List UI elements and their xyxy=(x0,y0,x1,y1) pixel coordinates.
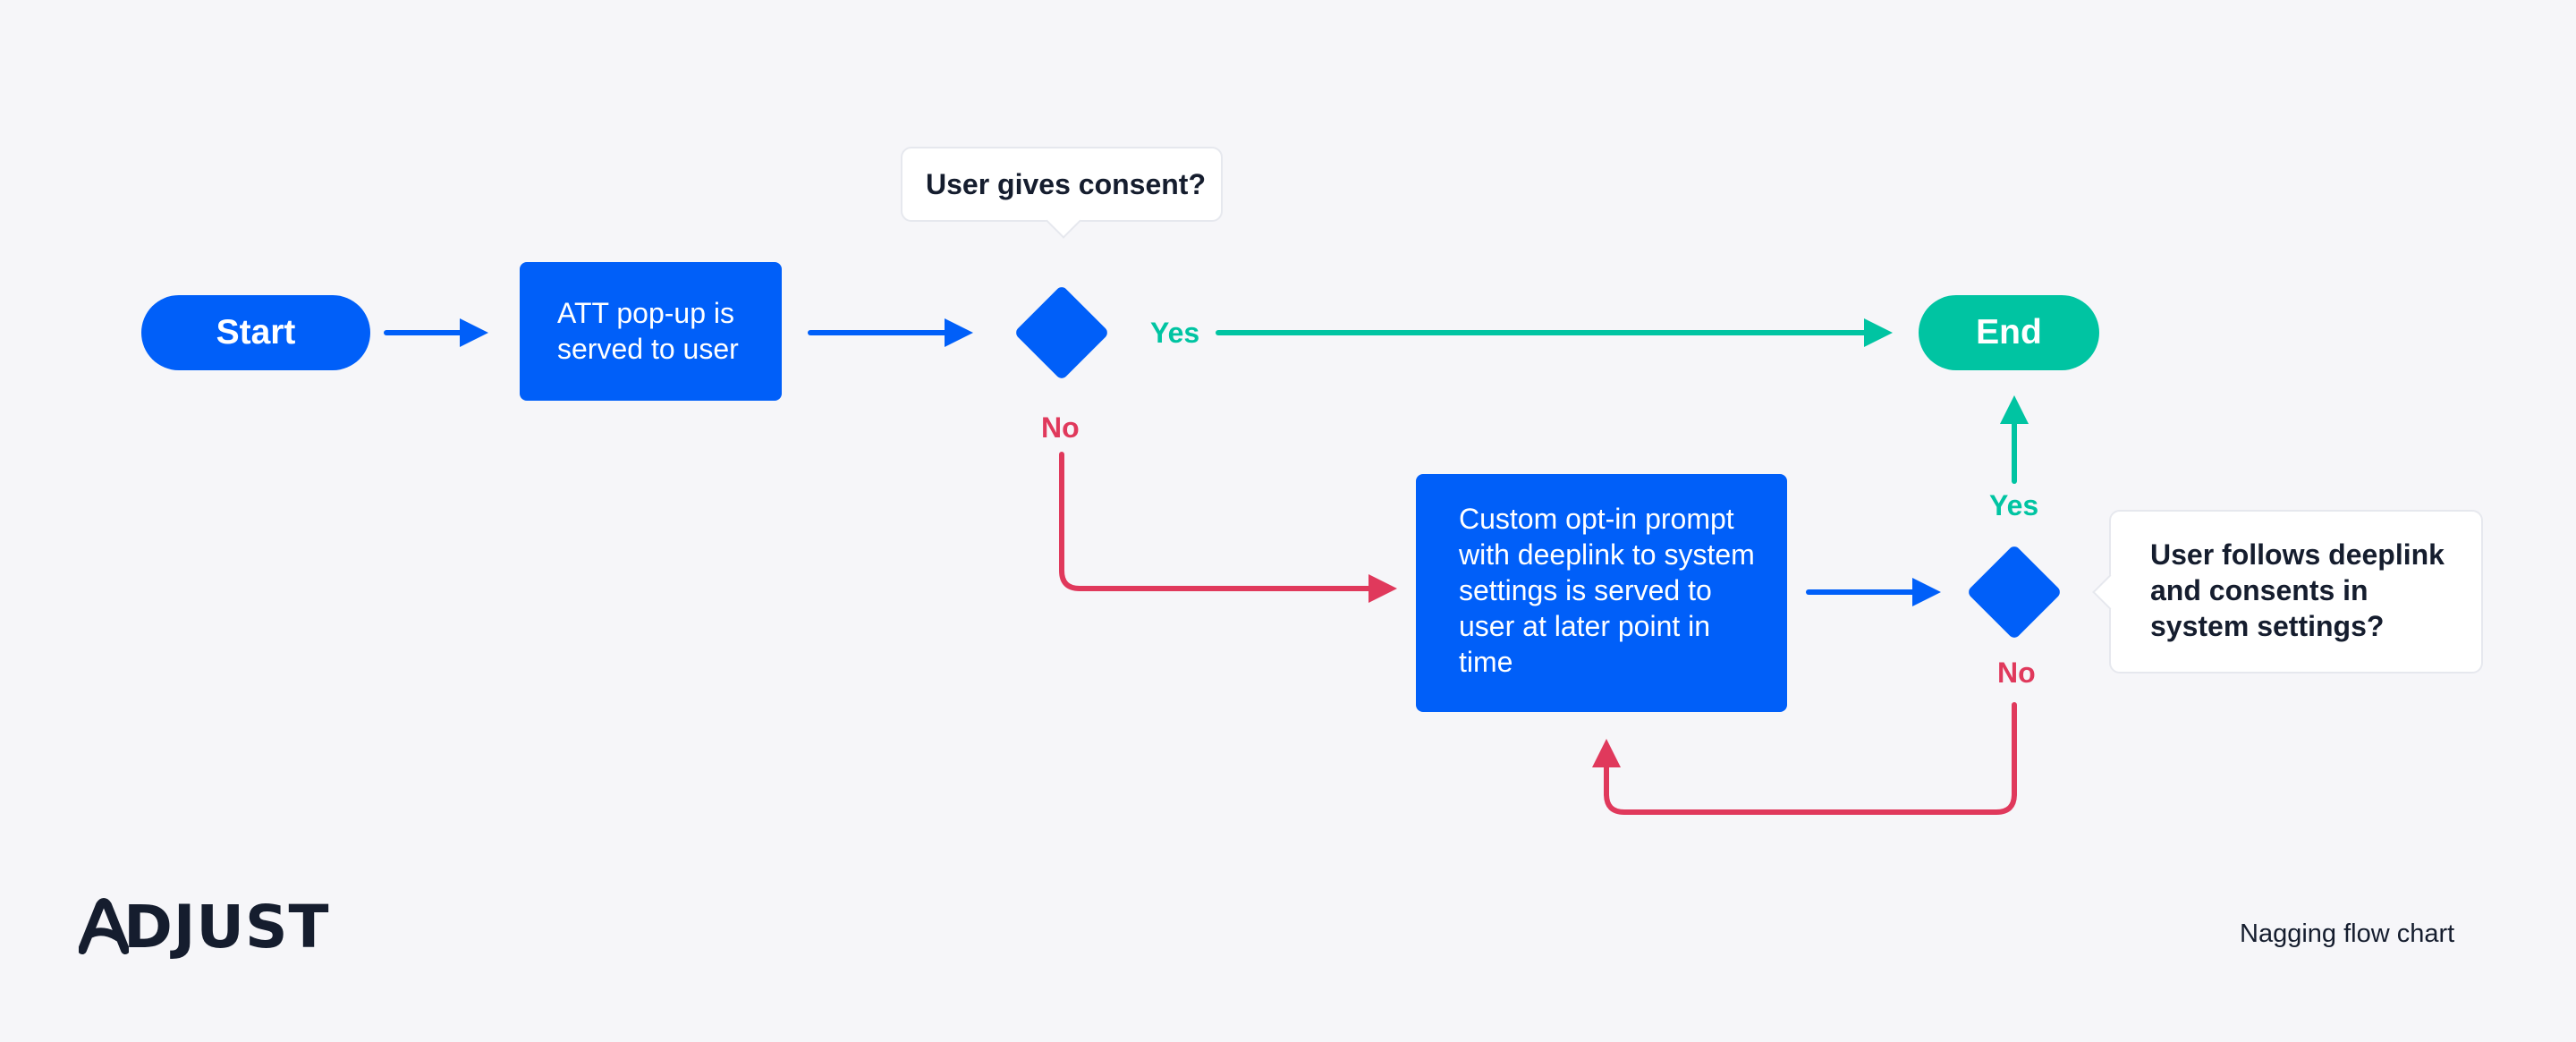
decision-2-yes-label: Yes xyxy=(1989,489,2039,521)
arrow-yes-to-end xyxy=(1216,318,1893,347)
custom-prompt-label: Custom opt-in prompt with deeplink to sy… xyxy=(1459,503,1755,678)
decision-2-question-callout: User follows deeplink and consents in sy… xyxy=(2092,510,2483,673)
att-popup-node: ATT pop-up is served to user xyxy=(520,262,782,401)
decision-1-question: User gives consent? xyxy=(926,168,1206,200)
decision-1-yes-label: Yes xyxy=(1150,317,1200,349)
custom-prompt-node: Custom opt-in prompt with deeplink to sy… xyxy=(1416,474,1787,712)
end-node: End xyxy=(1919,295,2099,370)
decision-2-question: User follows deeplink and consents in sy… xyxy=(2150,538,2445,642)
att-popup-label: ATT pop-up is served to user xyxy=(557,297,739,365)
arrow-custom-prompt-to-decision-2 xyxy=(1806,578,1941,606)
decision-1-question-callout: User gives consent? xyxy=(901,147,1223,239)
arrow-start-to-att xyxy=(384,318,488,347)
start-label: Start xyxy=(216,313,296,352)
adjust-wordmark-logo-icon xyxy=(79,898,129,954)
arrow-yes-2-to-end xyxy=(2000,395,2029,484)
decision-2-no-label: No xyxy=(1997,657,2036,689)
arrow-att-to-decision-1 xyxy=(808,318,973,347)
adjust-logo-wordmark: ADJUST xyxy=(77,892,330,962)
decision-1-no-label: No xyxy=(1041,411,1080,444)
arrow-no-2-loop-back xyxy=(1592,702,2017,815)
adjust-logo: ADJUST xyxy=(79,891,330,962)
chart-caption: Nagging flow chart xyxy=(2240,919,2455,948)
arrow-no-to-custom-prompt xyxy=(1059,452,1397,603)
start-node: Start xyxy=(141,295,370,370)
end-label: End xyxy=(1976,313,2042,352)
